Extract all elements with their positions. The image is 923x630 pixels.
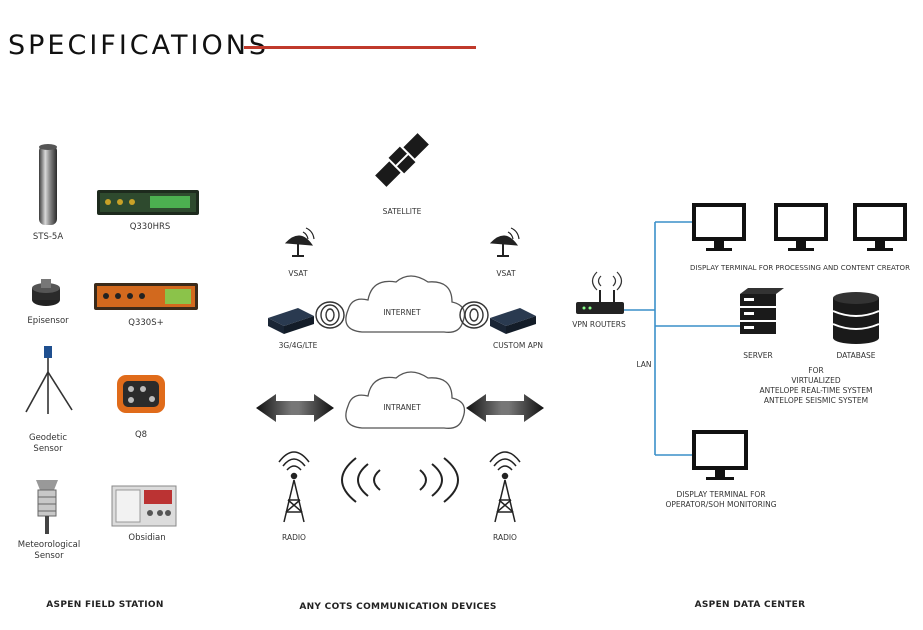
- virtualized-note: FOR VIRTUALIZED ANTELOPE REAL-TIME SYSTE…: [736, 366, 896, 406]
- device-label-q330hrs: Q330HRS: [129, 222, 171, 232]
- display-terminal-label: DISPLAY TERMINAL FOR PROCESSING AND CONT…: [690, 264, 910, 272]
- monitor-icon: [692, 203, 746, 251]
- weather-station-icon: [36, 480, 58, 534]
- database-label: DATABASE: [836, 351, 876, 360]
- section-heading-communication: ANY COTS COMMUNICATION DEVICES: [299, 602, 497, 612]
- lan-label: LAN: [636, 360, 652, 369]
- episensor-icon: [32, 279, 60, 306]
- device-label-obsidian: Obsidian: [128, 533, 166, 543]
- server-icon: [740, 288, 784, 334]
- obsidian-recorder-icon: [111, 485, 177, 527]
- vsat-right-label: VSAT: [496, 269, 516, 278]
- title-accent-line: [244, 46, 476, 49]
- modem-right-label: CUSTOM APN: [492, 341, 544, 350]
- virtualized-note-line: VIRTUALIZED: [791, 376, 841, 385]
- digitizer-icon: [94, 283, 198, 310]
- virtualized-note-line: ANTELOPE REAL-TIME SYSTEM: [759, 386, 873, 395]
- monitor-icon: [774, 203, 828, 251]
- database-icon: [832, 292, 880, 344]
- device-label-geodetic-sensor: Geodetic Sensor: [28, 433, 67, 454]
- cloud-icon: [345, 371, 466, 429]
- rugged-digitizer-icon: [117, 375, 165, 413]
- vsat-left-label: VSAT: [288, 269, 308, 278]
- modem-icon: [490, 308, 536, 334]
- modem-icon: [268, 308, 314, 334]
- page-title: SPECIFICATIONS: [8, 30, 270, 61]
- device-label-q330s: Q330S+: [128, 318, 164, 328]
- wireless-signal-icon: [315, 301, 345, 329]
- satellite-label: SATELLITE: [382, 207, 422, 216]
- device-label-meteorological-sensor: Meteorological Sensor: [17, 540, 81, 561]
- monitor-icon: [853, 203, 907, 251]
- lan-connection-lines: [624, 221, 740, 456]
- device-label-sts5a: STS-5A: [32, 232, 64, 242]
- bidirectional-arrow-icon: [466, 394, 544, 422]
- radio-tower-icon: [489, 451, 521, 523]
- wireless-signal-icon: [459, 301, 489, 329]
- device-label-q8: Q8: [134, 430, 148, 440]
- section-heading-field-station: ASPEN FIELD STATION: [46, 600, 164, 610]
- satellite-dish-icon: [284, 227, 315, 257]
- section-heading-data-center: ASPEN DATA CENTER: [694, 600, 806, 610]
- tripod-gps-icon: [25, 346, 73, 414]
- monitor-icon: [692, 430, 748, 480]
- intranet-label: INTRANET: [383, 403, 421, 412]
- radio-right-label: RADIO: [493, 533, 517, 542]
- satellite-icon: [375, 133, 429, 187]
- virtualized-note-line: FOR: [808, 366, 824, 375]
- device-label-episensor: Episensor: [27, 316, 69, 326]
- radio-left-label: RADIO: [282, 533, 306, 542]
- router-icon: [576, 271, 624, 314]
- server-label: SERVER: [743, 351, 773, 360]
- bidirectional-arrow-icon: [256, 394, 334, 422]
- radio-tower-icon: [278, 451, 310, 523]
- digitizer-icon: [97, 190, 199, 215]
- seismometer-icon: [39, 144, 57, 225]
- radio-wave-icon: [341, 457, 459, 503]
- cloud-icon: [345, 275, 466, 333]
- router-label: VPN ROUTERS: [572, 320, 626, 329]
- internet-label: INTERNET: [383, 308, 421, 317]
- satellite-dish-icon: [489, 227, 520, 257]
- operator-terminal-label: DISPLAY TERMINAL FOR OPERATOR/SOH MONITO…: [665, 490, 777, 509]
- virtualized-note-line: ANTELOPE SEISMIC SYSTEM: [763, 396, 869, 405]
- modem-left-label: 3G/4G/LTE: [278, 341, 318, 350]
